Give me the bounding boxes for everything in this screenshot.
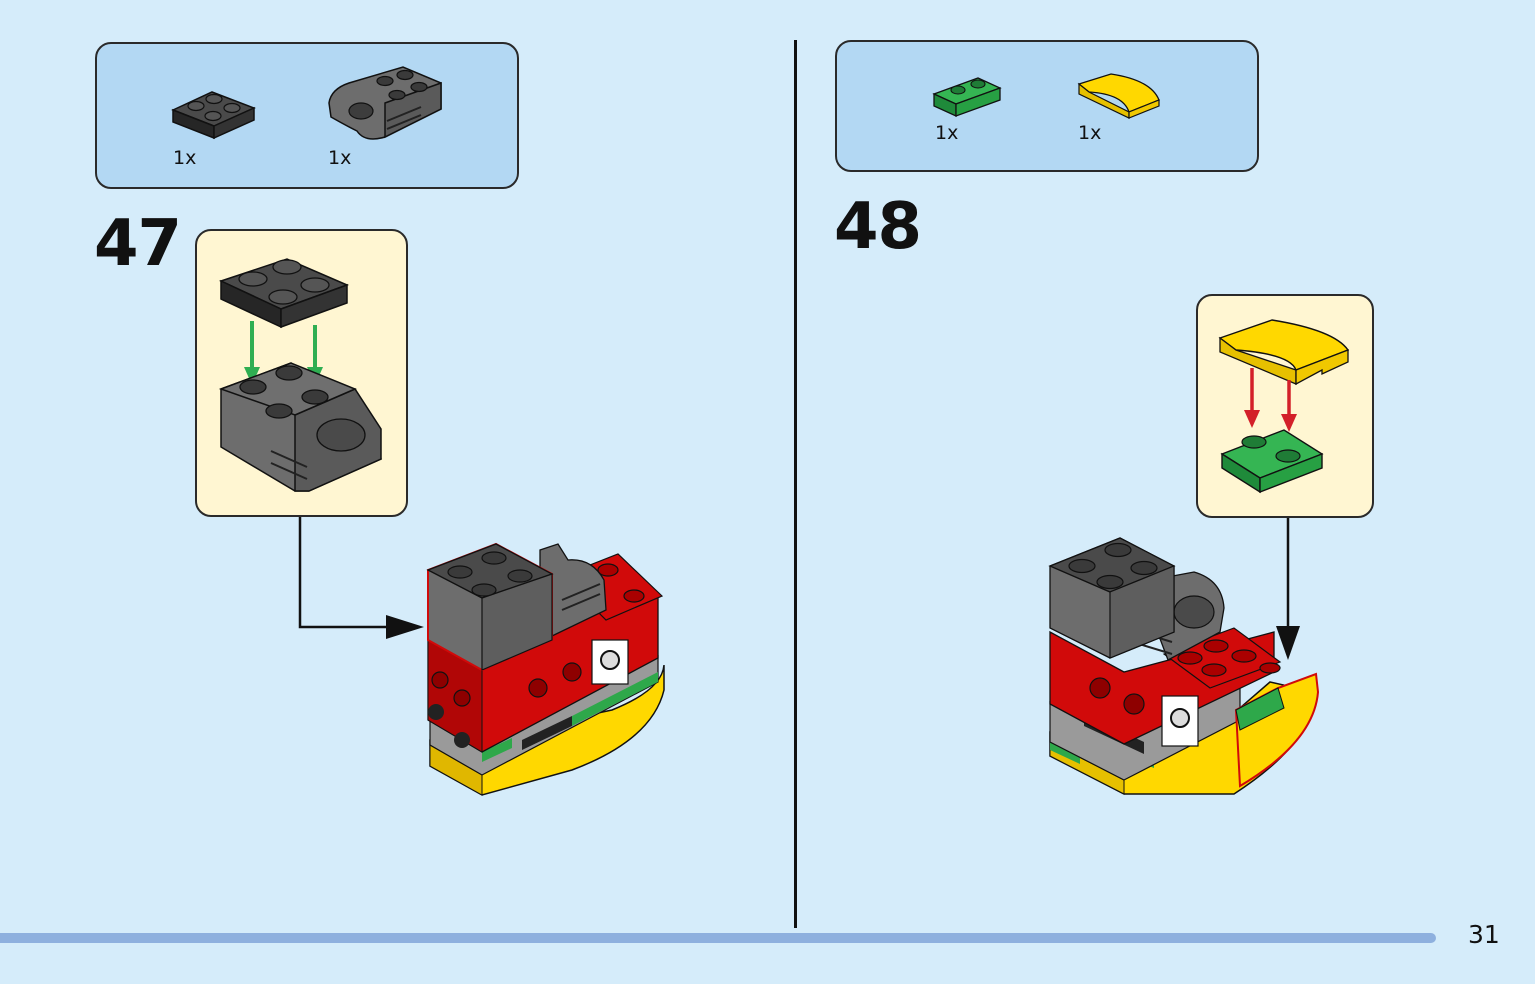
- yellow-curved-slope-icon: [1077, 73, 1160, 119]
- model-step-48: [1048, 537, 1320, 795]
- parts-list-step-47: 1x 1x: [95, 42, 519, 189]
- page-divider: [794, 40, 797, 928]
- dark-gray-2x2-plate-icon: [171, 91, 256, 140]
- part-quantity: 1x: [1078, 122, 1102, 144]
- step-number: 47: [94, 207, 182, 281]
- step-arrow: [1276, 518, 1300, 660]
- part-quantity: 1x: [328, 147, 352, 169]
- step-arrow: [298, 517, 424, 639]
- model-step-47: [426, 542, 665, 796]
- sub-assembly-illustration: [1218, 319, 1350, 494]
- parts-list-step-48: 1x 1x: [835, 40, 1259, 172]
- part-quantity: 1x: [935, 122, 959, 144]
- gray-clip-brick-icon: [328, 66, 442, 140]
- part-quantity: 1x: [173, 147, 197, 169]
- sub-assembly-illustration: [218, 258, 382, 492]
- step-number: 48: [834, 190, 922, 264]
- page-number: 31: [1468, 920, 1500, 949]
- page-progress-bar: [0, 933, 1436, 943]
- green-1x2-plate-icon: [932, 77, 1002, 118]
